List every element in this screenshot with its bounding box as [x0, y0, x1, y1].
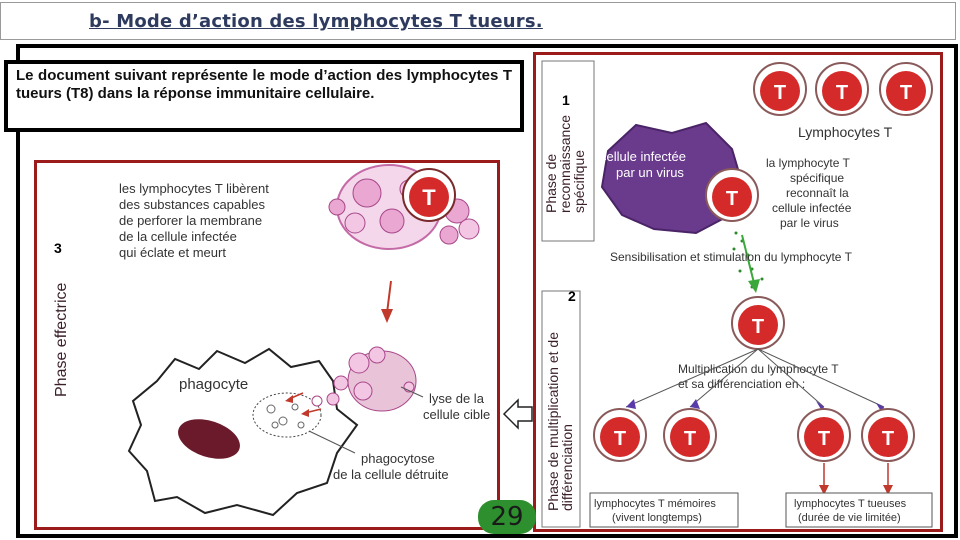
svg-text:T: T [614, 428, 626, 450]
svg-text:T: T [900, 82, 912, 104]
phagocytosis-pointer [308, 430, 356, 454]
lymphocyte-letter: T [422, 185, 436, 210]
svg-text:T: T [882, 428, 894, 450]
phase-box-recognition [541, 60, 595, 242]
phagocytosis-label: phagocytose de la cellule détruite [333, 451, 449, 482]
branch-lines [625, 348, 885, 413]
phase-box-multiplication [541, 290, 581, 528]
memory-lymphocyte-1: T [593, 408, 647, 462]
title-bar: b- Mode d’action des lymphocytes T tueur… [0, 2, 956, 40]
lymphocyte-top-1: T [753, 62, 807, 116]
phagocyte-cell [127, 347, 359, 517]
marker-3: 3 [54, 240, 62, 256]
phase-effectrice-label: Phase effectrice [53, 282, 70, 397]
marker-2: 2 [568, 288, 576, 304]
specific-lymphocyte: T [705, 168, 759, 222]
page-number-badge [478, 500, 536, 534]
lysis-label: lyse de la cellule cible [423, 391, 490, 422]
memory-label: lymphocytes T mémoires (vivent longtemps… [594, 498, 719, 524]
effector-diagram: les lymphocytes T libèrent des substance… [119, 164, 490, 517]
killer-lymphocyte: T [402, 168, 456, 222]
infected-cell-label: cellule infectée par un virus [600, 149, 690, 180]
phase-multiplication-label: Phase de multiplication et de différenci… [545, 332, 575, 511]
stimulated-lymphocyte: T [731, 296, 785, 350]
marker-1: 1 [562, 92, 570, 108]
svg-text:T: T [774, 82, 786, 104]
page-number: 29 [490, 502, 524, 532]
recognition-diagram: T T T Lymphocytes T cellule infectée par… [541, 60, 933, 528]
debris-arrows [285, 392, 322, 417]
killer-box [785, 492, 933, 528]
phagocytosis-vacuole [252, 392, 322, 438]
release-text: les lymphocytes T libèrent des substance… [119, 181, 272, 260]
svg-text:T: T [836, 82, 848, 104]
arrow-left-icon [502, 398, 533, 430]
recognition-panel: T T T Lymphocytes T cellule infectée par… [533, 52, 943, 532]
infected-cell-lysing [328, 164, 480, 250]
phase-recognition-label: Phase de reconnaissance spécifique [543, 114, 587, 213]
phagocyte-label: phagocyte [179, 376, 248, 393]
killer-arrows [819, 463, 893, 495]
memory-box [589, 492, 739, 528]
killer-lymphocyte-1: T [797, 408, 851, 462]
killer-lymphocyte-2: T [861, 408, 915, 462]
recognition-text: la lymphocyte T spécifique reconnaît la … [766, 156, 855, 230]
memory-lymphocyte-2: T [663, 408, 717, 462]
lysis-pointer [400, 386, 424, 398]
lymphocyte-top-3: T [879, 62, 933, 116]
svg-text:T: T [726, 188, 738, 210]
arrow-down-icon [381, 280, 393, 323]
lymphocytes-t-label: Lymphocytes T [798, 124, 893, 140]
lysing-target-cell [311, 346, 417, 412]
svg-text:T: T [684, 428, 696, 450]
lymphocyte-top-2: T [815, 62, 869, 116]
multiplication-text: Multiplication du lymphocyte T et sa dif… [678, 362, 842, 391]
svg-text:T: T [752, 316, 764, 338]
effector-panel: les lymphocytes T libèrent des substance… [34, 160, 500, 530]
svg-text:T: T [818, 428, 830, 450]
intro-text: Le document suivant représente le mode d… [16, 67, 512, 102]
slide-title: b- Mode d’action des lymphocytes T tueur… [89, 11, 543, 32]
stimulation-signal [732, 231, 764, 293]
intro-box: Le document suivant représente le mode d… [4, 60, 524, 132]
sensitization-label: Sensibilisation et stimulation du lympho… [610, 250, 853, 264]
killer-label: lymphocytes T tueuses (durée de vie limi… [794, 498, 909, 524]
